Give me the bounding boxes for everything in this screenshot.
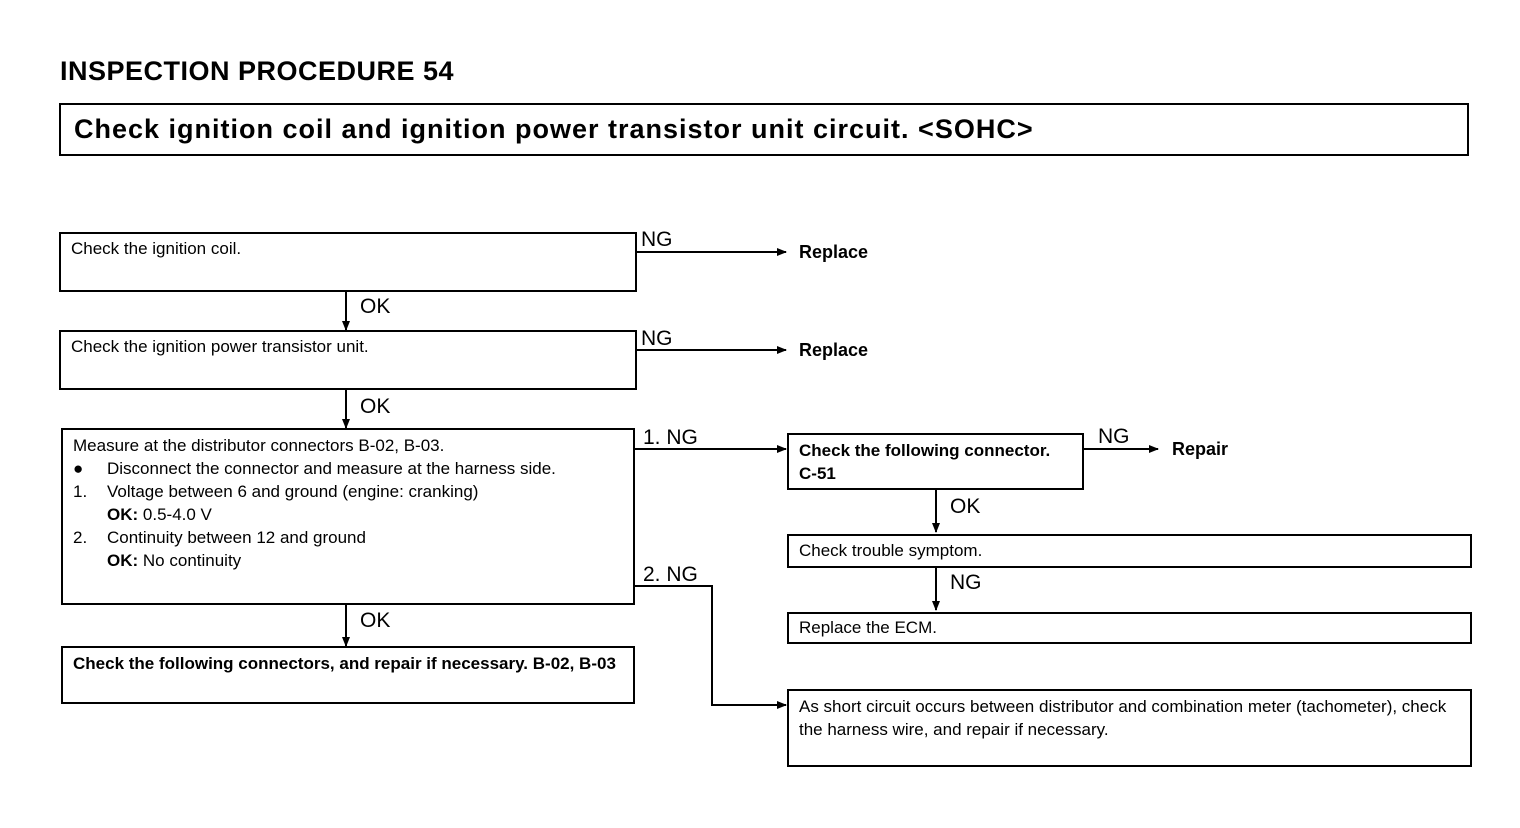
measure-item-1-ok: OK: 0.5-4.0 V [73,503,623,526]
label-ok-coil: OK [360,295,391,318]
step-check-ignition-coil: Check the ignition coil. [59,232,637,292]
step-check-connectors-b02-b03: Check the following connectors, and repa… [61,646,635,704]
step-short-circuit-repair: As short circuit occurs between distribu… [787,689,1472,767]
step-check-trouble-symptom: Check trouble symptom. [787,534,1472,568]
measure-item-2: 2. Continuity between 12 and ground [73,526,623,549]
step-check-connector-c51: Check the following connector. C-51 [787,433,1084,490]
result-replace-coil: Replace [799,242,869,262]
measure-intro: Measure at the distributor connectors B-… [73,436,445,455]
label-ok-c51: OK [950,495,981,518]
step-replace-ecm: Replace the ECM. [787,612,1472,644]
measure-item-1-number: 1. [73,482,88,501]
step-measure-connectors: Measure at the distributor connectors B-… [61,428,635,605]
label-ok-transistor: OK [360,395,391,418]
measure-item-1: 1. Voltage between 6 and ground (engine:… [73,480,623,503]
ok-label: OK: [107,551,139,570]
ok-label: OK: [107,505,139,524]
label-ng-transistor: NG [641,327,673,350]
measure-bullet-row: ● Disconnect the connector and measure a… [73,457,623,480]
measure-bullet-text: Disconnect the connector and measure at … [107,459,556,478]
measure-item-2-text: Continuity between 12 and ground [107,528,366,547]
label-ng-trouble: NG [950,571,982,594]
step-replace-ecm-text: Replace the ECM. [799,618,937,637]
procedure-heading: INSPECTION PROCEDURE 54 [60,56,455,86]
result-repair: Repair [1172,439,1229,459]
measure-item-2-number: 2. [73,528,88,547]
bullet-icon: ● [73,459,84,478]
label-ok-measure: OK [360,609,391,632]
ok-value: No continuity [142,551,242,570]
step-short-circuit-repair-text: As short circuit occurs between distribu… [799,697,1447,739]
step-check-trouble-symptom-text: Check trouble symptom. [799,541,983,560]
label-2-ng: 2. NG [643,563,698,586]
result-replace-transistor: Replace [799,340,869,360]
step-check-connectors-text: Check the following connectors, and repa… [73,654,616,673]
step-check-ignition-coil-text: Check the ignition coil. [71,239,242,258]
measure-item-1-text: Voltage between 6 and ground (engine: cr… [107,482,479,501]
procedure-title: Check ignition coil and ignition power t… [74,114,1034,144]
step-check-power-transistor: Check the ignition power transistor unit… [59,330,637,390]
label-ng-coil: NG [641,228,673,251]
ok-value: 0.5-4.0 V [142,505,212,524]
label-ng-c51: NG [1098,425,1130,448]
measure-item-2-ok: OK: No continuity [73,549,623,572]
procedure-title-box: Check ignition coil and ignition power t… [59,103,1469,156]
label-1-ng: 1. NG [643,426,698,449]
step-check-power-transistor-text: Check the ignition power transistor unit… [71,337,369,356]
step-check-connector-c51-text: Check the following connector. C-51 [799,441,1051,483]
